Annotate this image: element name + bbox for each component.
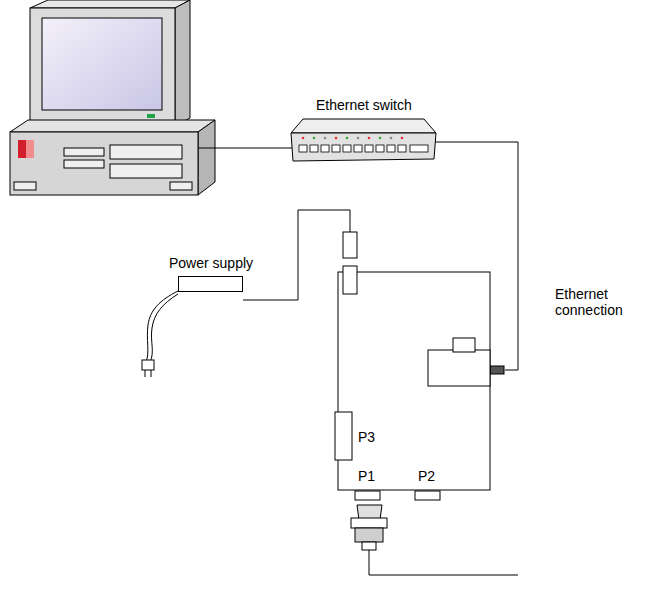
- power-jack: [343, 266, 357, 294]
- connection-label: Ethernet connection: [555, 286, 639, 318]
- power-supply: Power supply: [178, 276, 243, 292]
- ethernet-jack-top: [453, 338, 475, 352]
- power-plug: [343, 232, 357, 258]
- connector-label: P1: [358, 468, 375, 484]
- ethernet-jack: [428, 350, 490, 386]
- board: [338, 272, 490, 490]
- connector-label: P2: [418, 468, 435, 484]
- pc-cable: [198, 148, 292, 149]
- serial-cable: [369, 550, 518, 575]
- switch-shape: [291, 119, 436, 161]
- connector-label: P3: [358, 429, 375, 445]
- mains-cord: [150, 294, 178, 362]
- node-heading: Power supply: [169, 255, 253, 271]
- serial-plug: [351, 505, 387, 550]
- power-cable: [243, 210, 350, 300]
- node-heading: Ethernet switch: [316, 97, 412, 113]
- p3-header: [335, 412, 352, 460]
- mains-plug: [142, 360, 154, 377]
- ethernet-switch: Ethernet switch: [291, 119, 436, 161]
- p1-connector: [355, 491, 380, 500]
- p2-connector: [415, 491, 440, 500]
- mains-cord: [146, 291, 178, 362]
- rj45-plug: [490, 366, 504, 374]
- pc-monitor: [30, 0, 190, 132]
- pc-case: [10, 120, 215, 195]
